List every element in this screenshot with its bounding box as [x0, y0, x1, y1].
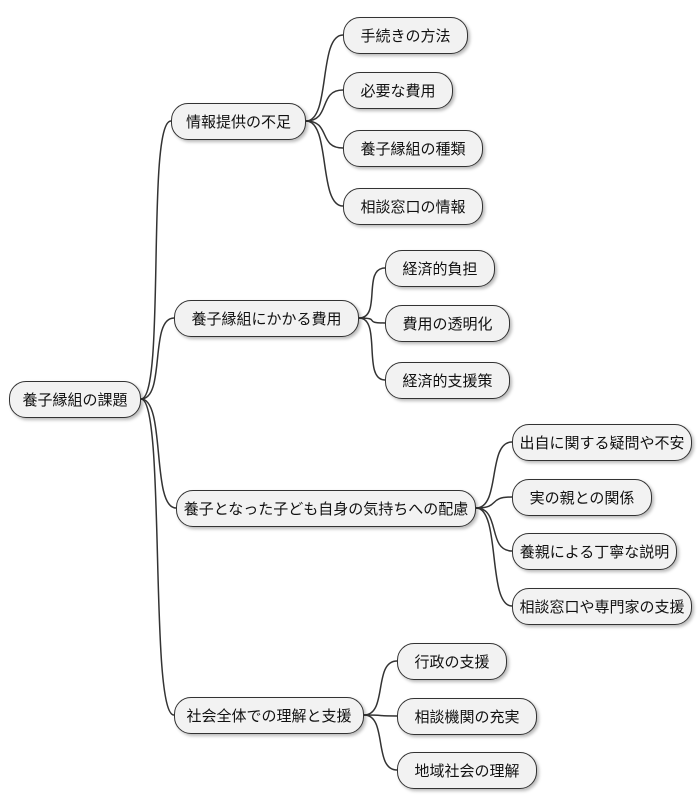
branch-node-1: 情報提供の不足 — [171, 103, 306, 140]
edge-b4-c1 — [363, 660, 398, 716]
edge-b1-c4 — [305, 120, 344, 207]
edge-b4-c2 — [363, 714, 398, 717]
edge-root-branch2 — [140, 317, 175, 400]
leaf-node-3-4: 相談窓口や専門家の支援 — [512, 588, 692, 625]
edge-b1-c2 — [305, 89, 344, 122]
edge-b2-c2 — [358, 317, 386, 324]
mindmap-root-node: 養子縁組の課題 — [9, 381, 141, 418]
leaf-node-3-1: 出自に関する疑問や不安 — [512, 424, 692, 461]
edge-b3-c4 — [475, 507, 513, 607]
edge-root-branch4 — [140, 398, 175, 716]
leaf-node-2-1: 経済的負担 — [385, 250, 495, 287]
edge-b2-c3 — [358, 317, 386, 381]
branch-node-3: 養子となった子ども自身の気持ちへの配慮 — [176, 490, 476, 527]
edge-b2-c1 — [358, 267, 386, 319]
branch-node-2: 養子縁組にかかる費用 — [174, 300, 359, 337]
edge-b1-c3 — [305, 120, 344, 149]
edge-b1-c1 — [305, 34, 344, 122]
leaf-node-3-2: 実の親との関係 — [512, 479, 652, 516]
leaf-node-2-2: 費用の透明化 — [385, 305, 510, 342]
edge-b3-c1 — [475, 441, 513, 509]
leaf-node-2-3: 経済的支援策 — [385, 362, 510, 399]
leaf-node-4-3: 地域社会の理解 — [397, 752, 537, 789]
leaf-node-1-1: 手続きの方法 — [343, 17, 468, 54]
leaf-node-1-2: 必要な費用 — [343, 72, 453, 109]
edge-root-branch1 — [140, 120, 172, 400]
edge-root-branch3 — [140, 398, 177, 509]
edge-b3-c2 — [475, 496, 513, 509]
edge-b3-c3 — [475, 507, 513, 552]
leaf-node-3-3: 養親による丁寧な説明 — [512, 533, 677, 570]
leaf-node-4-2: 相談機関の充実 — [397, 698, 537, 735]
leaf-node-1-4: 相談窓口の情報 — [343, 188, 483, 225]
branch-node-4: 社会全体での理解と支援 — [174, 697, 364, 734]
leaf-node-4-1: 行政の支援 — [397, 643, 507, 680]
leaf-node-1-3: 養子縁組の種類 — [343, 130, 483, 167]
edge-b4-c3 — [363, 714, 398, 771]
